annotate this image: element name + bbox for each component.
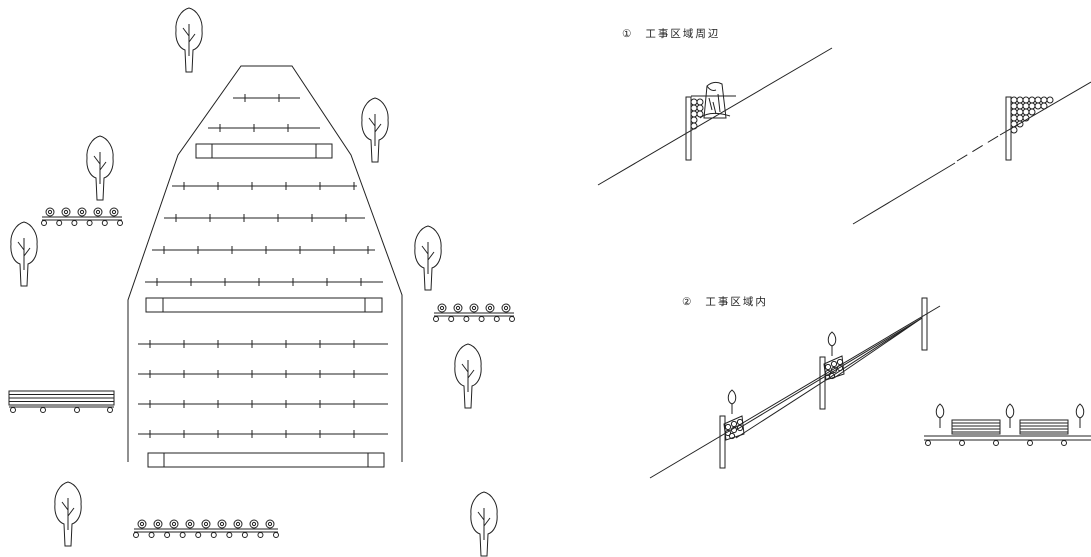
trees [10,7,498,557]
caption-marker: ① [622,28,634,40]
caption-around-work-area: ① 工事区域周辺 [622,26,720,41]
log-barrier-middle [145,297,383,313]
caption-text: 工事区域周辺 [645,28,721,40]
stump-icon [691,81,736,119]
section-inside-work-area [649,297,1091,479]
caption-marker: ② [682,296,694,308]
log-pile-icon [41,207,123,226]
retaining-post-icon [685,96,692,161]
log-barrier-top [195,143,333,159]
slope-outline [127,65,403,462]
timber-cart [924,419,1091,446]
tree-icon [86,135,114,201]
log-cluster-icon [723,415,745,441]
seedling-icon [935,403,945,428]
tree-icon [454,343,482,409]
contour-rows [138,97,388,435]
caption-inside-work-area: ② 工事区域内 [682,294,768,309]
tree-icon [414,225,442,291]
ground-line-dashed [956,134,1001,162]
tree-icon [361,97,389,163]
log-barrier-bottom [147,452,385,468]
contour-ticks [149,94,369,438]
caption-text: 工事区域内 [705,296,768,308]
log-cluster-icon [823,355,845,381]
seedlings [935,403,1085,428]
retaining-post-icon [921,297,928,351]
guide-line-a [735,317,923,439]
work-area-plan [8,7,515,557]
ground-line-left [597,47,833,186]
log-pile-icon [133,519,279,538]
tree-icon [470,491,498,557]
ground-line [649,305,941,479]
seedling-icon [1005,403,1015,428]
retaining-post-icon [719,415,726,469]
stacked-logs-right [1010,96,1054,134]
ground-line-right [852,162,956,225]
guide-line-c [833,317,923,379]
log-piles [41,207,515,538]
log-clusters [723,331,845,441]
tree-icon [54,481,82,547]
seedling-icon [727,389,737,414]
log-pile-icon [433,303,515,322]
tree-icon [10,221,38,287]
retaining-post-icon [819,356,826,410]
section-around-work-area [597,47,1091,225]
timber-stack-icon [8,390,115,413]
guide-line-b [735,317,923,431]
seedling-icon [1075,403,1085,428]
tree-icon [175,7,203,73]
seedling-icon [827,331,837,356]
stacked-logs-left [690,98,704,130]
